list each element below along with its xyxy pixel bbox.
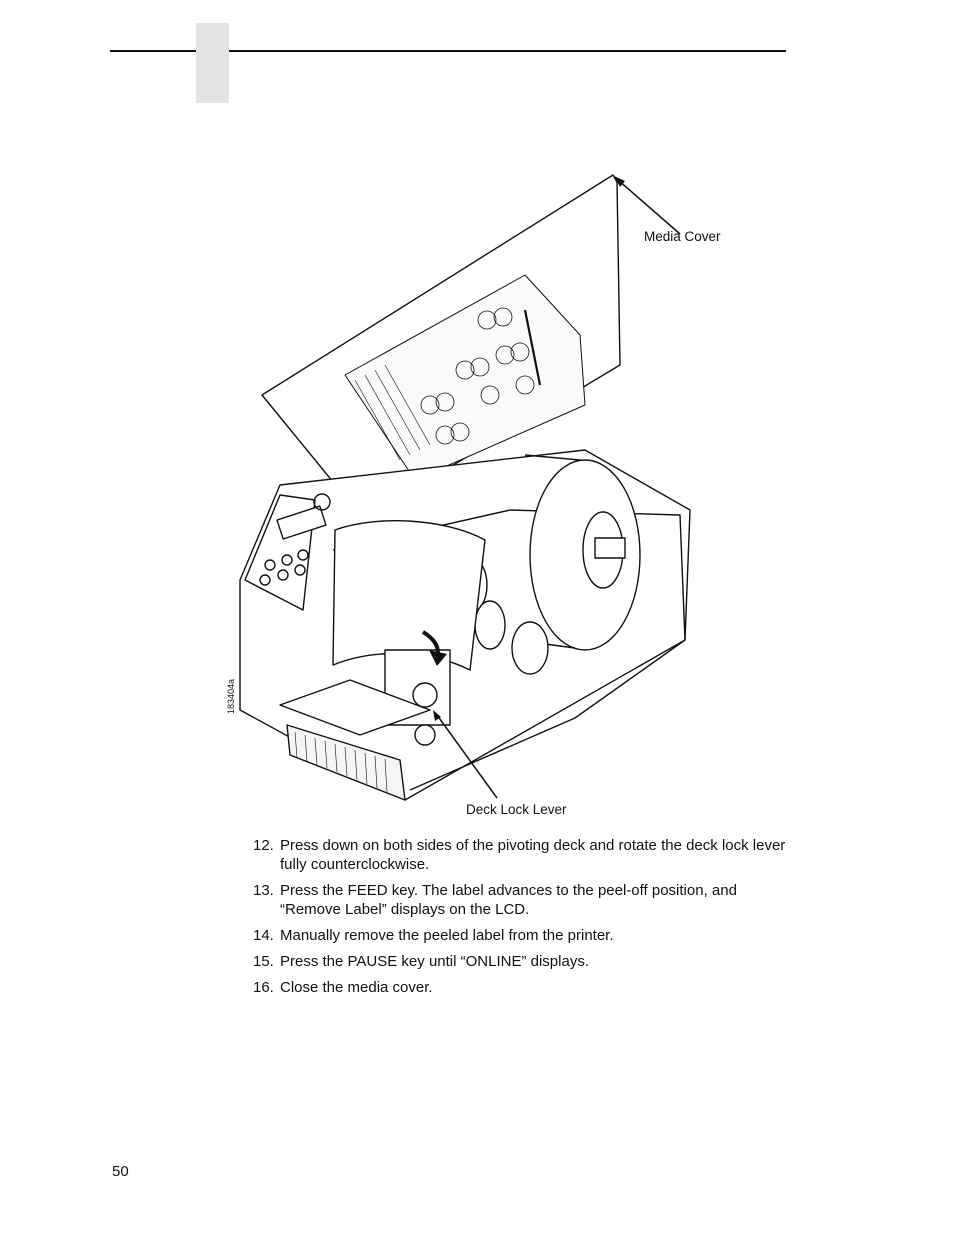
step-text: Manually remove the peeled label from th… — [280, 927, 614, 944]
step-item: 16. Close the media cover. — [253, 978, 793, 997]
header-rule — [110, 50, 786, 52]
step-text: Close the media cover. — [280, 979, 433, 996]
chapter-tab — [196, 23, 229, 103]
media-cover-callout: Media Cover — [644, 229, 721, 244]
step-item: 15. Press the PAUSE key until “ONLINE” di… — [253, 952, 793, 971]
step-item: 12. Press down on both sides of the pivot… — [253, 836, 793, 874]
printer-illustration — [225, 170, 745, 820]
procedure-steps: 12. Press down on both sides of the pivot… — [253, 836, 793, 1004]
step-item: 13. Press the FEED key. The label advance… — [253, 881, 793, 919]
deck-lock-lever-callout: Deck Lock Lever — [466, 802, 567, 817]
step-number: 16. — [253, 979, 274, 996]
figure-id: 183404a — [226, 678, 236, 714]
step-number: 12. — [253, 837, 274, 854]
step-text: Press the PAUSE key until “ONLINE” displ… — [280, 953, 589, 970]
step-item: 14. Manually remove the peeled label from… — [253, 926, 793, 945]
step-text: Press down on both sides of the pivoting… — [280, 837, 786, 873]
step-number: 14. — [253, 927, 274, 944]
step-number: 15. — [253, 953, 274, 970]
step-text: Press the FEED key. The label advances t… — [280, 882, 737, 918]
page-number: 50 — [112, 1163, 129, 1180]
step-number: 13. — [253, 882, 274, 899]
